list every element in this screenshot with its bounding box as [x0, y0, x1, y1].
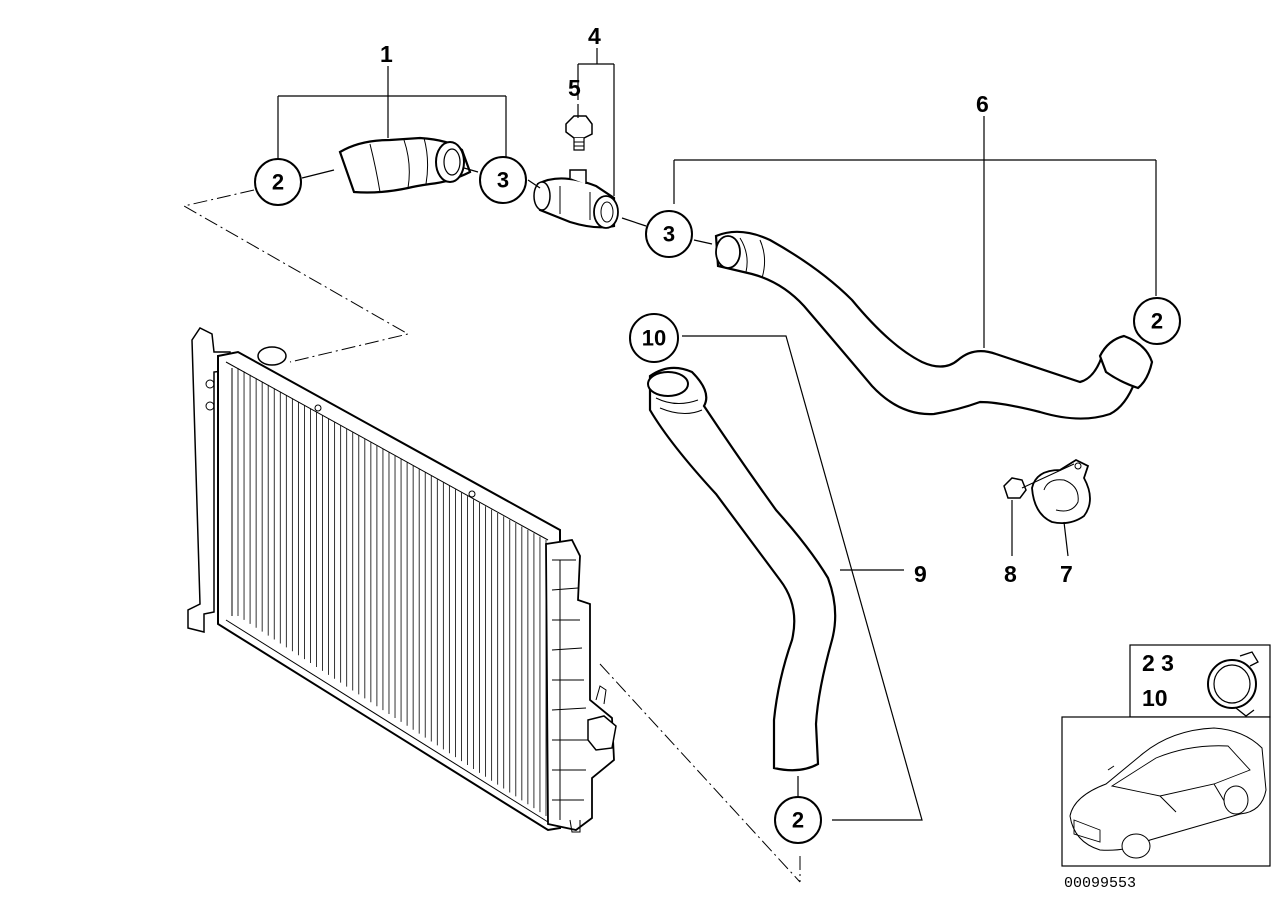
car-outline-icon — [1069, 727, 1267, 859]
part-label-5: 5 — [568, 75, 581, 101]
callout-3-middle: 3 — [645, 210, 693, 258]
callout-2-upper-left: 2 — [254, 158, 302, 206]
part-label-4: 4 — [588, 23, 601, 49]
svg-text:2: 2 — [1151, 309, 1163, 334]
part-label-8: 8 — [1004, 561, 1017, 587]
hose-part-6 — [714, 230, 1154, 420]
bolt-part-8 — [1003, 463, 1075, 499]
svg-text:3: 3 — [497, 168, 509, 193]
part-label-7: 7 — [1060, 561, 1073, 587]
callout-3-upper: 3 — [479, 156, 527, 204]
vehicle-locator-box — [1061, 716, 1271, 867]
clamp-part-7 — [1031, 458, 1091, 525]
hose-part-1 — [338, 136, 472, 194]
callout-2-right: 2 — [1133, 297, 1181, 345]
svg-text:2: 2 — [272, 170, 284, 195]
callout-10: 10 — [629, 313, 679, 363]
svg-text:2 3: 2 3 — [1142, 650, 1174, 676]
svg-text:3: 3 — [663, 222, 675, 247]
leader-lines — [182, 48, 1157, 883]
drawing-reference-number: 00099553 — [1064, 875, 1136, 892]
bolt-part-5 — [565, 115, 593, 151]
svg-text:10: 10 — [642, 326, 666, 351]
callout-2-bottom: 2 — [774, 796, 822, 844]
radiator — [187, 327, 617, 833]
part-label-1: 1 — [380, 41, 393, 67]
clamp-inset-box: 2 3 10 — [1129, 644, 1271, 718]
connector-part-4 — [533, 169, 619, 229]
hose-part-9 — [647, 366, 837, 772]
part-label-9: 9 — [914, 561, 927, 587]
hose-clamp-icon — [1207, 651, 1259, 717]
part-label-6: 6 — [976, 91, 989, 117]
svg-text:2: 2 — [792, 808, 804, 833]
svg-text:10: 10 — [1142, 685, 1168, 711]
radiator-fins — [237, 368, 547, 816]
